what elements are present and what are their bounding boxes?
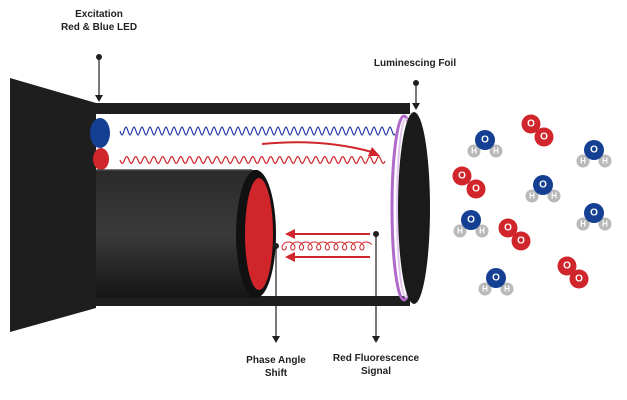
water-oxygen-symbol: O bbox=[467, 215, 475, 226]
hydrogen-symbol: H bbox=[580, 220, 586, 229]
hydrogen-symbol: H bbox=[457, 227, 463, 236]
fluorescence-pointer-head bbox=[372, 336, 380, 343]
oxygen-symbol: O bbox=[563, 261, 571, 272]
oxygen-symbol: O bbox=[540, 132, 548, 143]
oxygen-symbol: O bbox=[472, 184, 480, 195]
hydrogen-symbol: H bbox=[602, 157, 608, 166]
water-oxygen-symbol: O bbox=[590, 145, 598, 156]
hydrogen-symbol: H bbox=[482, 285, 488, 294]
hydrogen-symbol: H bbox=[479, 227, 485, 236]
phase-pointer-head bbox=[272, 336, 280, 343]
tube-top-wall bbox=[96, 103, 410, 114]
blue-excitation-wave bbox=[119, 126, 396, 136]
oxygen-atom bbox=[534, 127, 554, 147]
oxygen-atom bbox=[569, 269, 589, 289]
fluorescence-label: Red Fluorescence Signal bbox=[321, 352, 431, 378]
phase-pointer-dot bbox=[273, 243, 279, 249]
phase-label-line2: Shift bbox=[264, 368, 288, 379]
water-oxygen-symbol: O bbox=[492, 273, 500, 284]
phase-label-line1: Phase Angle bbox=[246, 355, 306, 366]
hydrogen-atom bbox=[475, 224, 489, 238]
water-oxygen-symbol: O bbox=[539, 180, 547, 191]
excitation-pointer-dot bbox=[96, 54, 102, 60]
water-oxygen-symbol: O bbox=[590, 208, 598, 219]
hydrogen-symbol: H bbox=[551, 192, 557, 201]
foil-label: Luminescing Foil bbox=[360, 57, 470, 70]
fluorescence-label-line2: Signal bbox=[360, 366, 391, 377]
oxygen-atom bbox=[511, 231, 531, 251]
fluorescence-loop-wave bbox=[281, 241, 373, 251]
foil-label-line1: Luminescing Foil bbox=[373, 58, 457, 69]
excitation-pointer-head bbox=[95, 95, 103, 102]
hydrogen-atom bbox=[489, 144, 503, 158]
signal-arrowhead-top bbox=[285, 229, 295, 239]
hydrogen-symbol: H bbox=[493, 147, 499, 156]
water-oxygen-atom bbox=[475, 130, 495, 150]
red-excitation-wave bbox=[119, 155, 386, 165]
water-oxygen-atom bbox=[486, 268, 506, 288]
hydrogen-atom bbox=[576, 154, 590, 168]
sensor-housing bbox=[10, 78, 96, 332]
water-oxygen-atom bbox=[533, 175, 553, 195]
fluorescence-pointer-dot bbox=[373, 231, 379, 237]
hydrogen-symbol: H bbox=[529, 192, 535, 201]
fiber-cylinder bbox=[96, 170, 258, 298]
red-led bbox=[93, 148, 109, 170]
hydrogen-symbol: H bbox=[580, 157, 586, 166]
oxygen-atom bbox=[466, 179, 486, 199]
excitation-label-line2: Red & Blue LED bbox=[60, 22, 138, 33]
signal-arrowhead-bottom bbox=[285, 252, 295, 262]
oxygen-symbol: O bbox=[575, 274, 583, 285]
hydrogen-atom bbox=[478, 282, 492, 296]
foil-pointer-head bbox=[412, 103, 420, 110]
water-oxygen-symbol: O bbox=[481, 135, 489, 146]
hydrogen-atom bbox=[576, 217, 590, 231]
phase-label: Phase Angle Shift bbox=[226, 354, 326, 380]
water-oxygen-atom bbox=[584, 140, 604, 160]
oxygen-symbol: O bbox=[504, 223, 512, 234]
excitation-arrowhead bbox=[368, 147, 380, 156]
water-oxygen-atom bbox=[461, 210, 481, 230]
oxygen-atom bbox=[452, 166, 472, 186]
hydrogen-symbol: H bbox=[471, 147, 477, 156]
hydrogen-atom bbox=[525, 189, 539, 203]
tube-bottom-wall bbox=[96, 296, 410, 306]
fiber-end-red bbox=[245, 178, 273, 290]
hydrogen-atom bbox=[500, 282, 514, 296]
foil-pointer-dot bbox=[413, 80, 419, 86]
hydrogen-atom bbox=[547, 189, 561, 203]
hydrogen-atom bbox=[467, 144, 481, 158]
oxygen-atom bbox=[521, 114, 541, 134]
oxygen-symbol: O bbox=[517, 236, 525, 247]
hydrogen-symbol: H bbox=[504, 285, 510, 294]
hydrogen-symbol: H bbox=[602, 220, 608, 229]
hydrogen-atom bbox=[598, 154, 612, 168]
oxygen-symbol: O bbox=[458, 171, 466, 182]
excitation-arrow bbox=[261, 141, 373, 153]
water-oxygen-atom bbox=[584, 203, 604, 223]
excitation-label-line1: Excitation bbox=[75, 9, 123, 20]
fluorescence-label-line1: Red Fluorescence bbox=[332, 353, 420, 364]
oxygen-atom bbox=[498, 218, 518, 238]
hydrogen-atom bbox=[598, 217, 612, 231]
oxygen-symbol: O bbox=[527, 119, 535, 130]
oxygen-atom bbox=[557, 256, 577, 276]
tube-end-cap bbox=[398, 112, 430, 304]
blue-led bbox=[90, 118, 110, 148]
hydrogen-atom bbox=[453, 224, 467, 238]
excitation-label: Excitation Red & Blue LED bbox=[44, 8, 154, 34]
